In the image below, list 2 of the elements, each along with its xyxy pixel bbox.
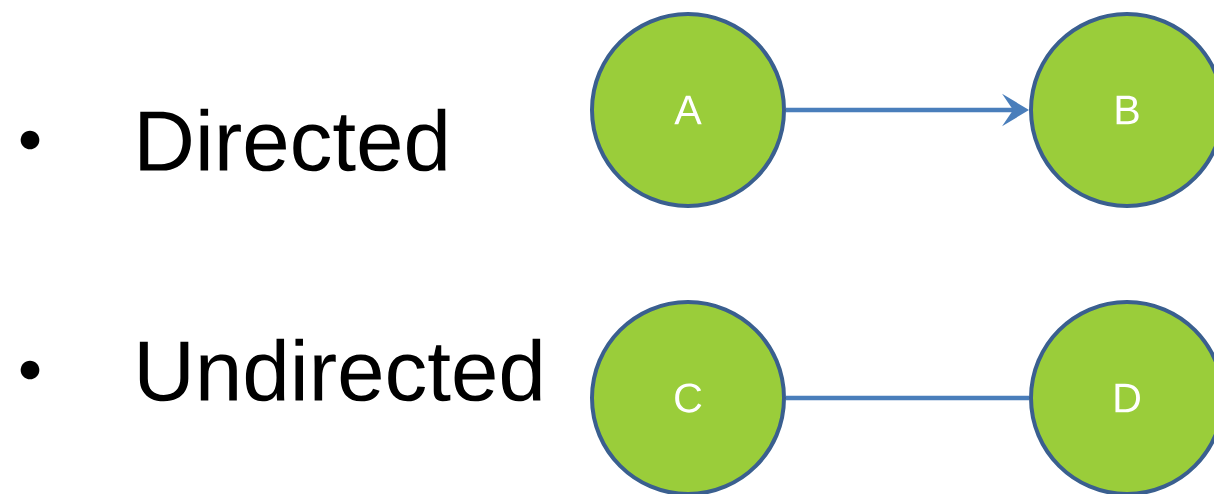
list-item-text: Undirected — [139, 338, 541, 402]
list-item-text: Directed — [140, 108, 446, 172]
